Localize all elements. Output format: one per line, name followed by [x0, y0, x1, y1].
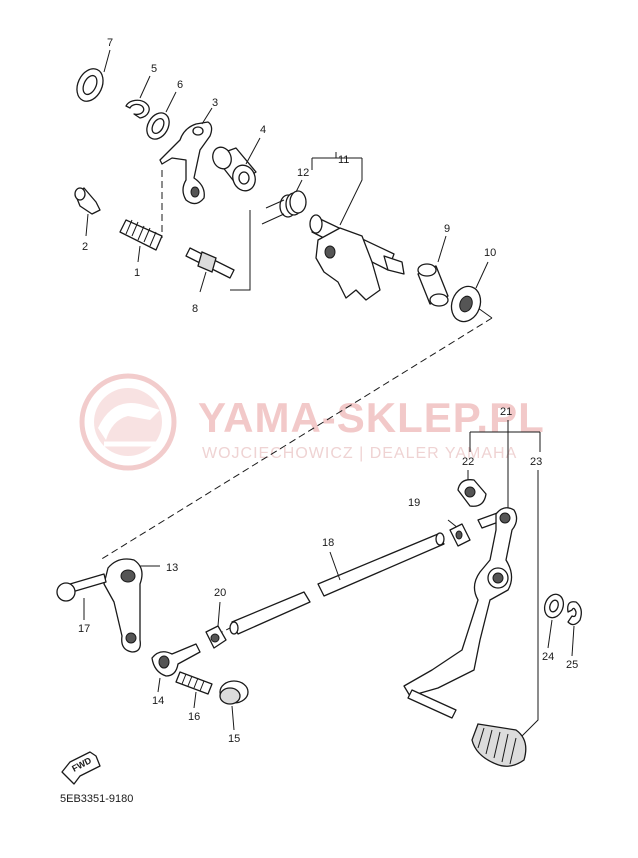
part-14-rod-end[interactable]	[151, 643, 201, 677]
fwd-arrow-icon: FWD	[61, 751, 101, 785]
part-22-bolt[interactable]	[457, 479, 487, 507]
callout-22[interactable]: 22	[462, 456, 474, 468]
callout-10[interactable]: 10	[484, 247, 496, 259]
part-8-pin[interactable]	[185, 247, 235, 279]
watermark-brand: YAMA-SKLEP.PL	[198, 394, 545, 441]
callout-19[interactable]: 19	[408, 497, 420, 509]
callout-8[interactable]: 8	[192, 303, 198, 315]
watermark-dealer: WOJCIECHOWICZ | DEALER YAMAHA	[202, 445, 517, 462]
part-25-circlip[interactable]	[567, 601, 582, 626]
callout-4[interactable]: 4	[260, 124, 266, 136]
callout-6[interactable]: 6	[177, 79, 183, 91]
watermark: YAMA-SKLEP.PL WOJCIECHOWICZ | DEALER YAM…	[79, 373, 545, 471]
part-13-shift-arm[interactable]	[103, 558, 143, 653]
callout-1[interactable]: 1	[134, 267, 140, 279]
callout-7[interactable]: 7	[107, 37, 113, 49]
part-16-bolt[interactable]	[175, 671, 213, 695]
callout-11[interactable]: 11	[338, 154, 349, 166]
part-4-collar[interactable]	[210, 145, 259, 194]
callout-12[interactable]: 12	[297, 167, 309, 179]
part-10-oil-seal[interactable]	[447, 282, 486, 325]
callout-16[interactable]: 16	[188, 711, 200, 723]
callout-24[interactable]: 24	[542, 651, 554, 663]
callout-25[interactable]: 25	[566, 659, 578, 671]
diagram-code: 5EB3351-9180	[60, 793, 133, 805]
part-17-bolt[interactable]	[56, 573, 107, 602]
part-15-cap[interactable]	[219, 680, 249, 705]
callout-21[interactable]: 21	[500, 406, 512, 418]
part-6-washer[interactable]	[142, 109, 173, 143]
part-9-bushing[interactable]	[417, 263, 449, 307]
callout-20[interactable]: 20	[214, 587, 226, 599]
callout-15[interactable]: 15	[228, 733, 240, 745]
part-1-spring[interactable]	[119, 219, 163, 251]
callout-3[interactable]: 3	[212, 97, 218, 109]
part-5-circlip[interactable]	[125, 99, 150, 119]
part-3-stopper-lever[interactable]	[159, 121, 213, 205]
callout-18[interactable]: 18	[322, 537, 334, 549]
part-19-nut[interactable]	[449, 523, 471, 547]
part-24-washer[interactable]	[541, 592, 566, 621]
part-23-pedal-rubber[interactable]	[471, 723, 527, 767]
part-12-spring[interactable]	[261, 190, 307, 225]
callout-23[interactable]: 23	[530, 456, 542, 468]
callout-2[interactable]: 2	[82, 241, 88, 253]
callout-13[interactable]: 13	[166, 562, 178, 574]
callout-numbers: 7 5 6 3 4 11 12 2 1 8 9 10 21 22 23 19 1…	[78, 37, 578, 745]
callout-14[interactable]: 14	[152, 695, 164, 707]
callout-5[interactable]: 5	[151, 63, 157, 75]
part-11-shift-shaft[interactable]	[309, 214, 405, 301]
part-7-washer[interactable]	[72, 65, 108, 106]
leader-lines	[99, 152, 541, 741]
callout-9[interactable]: 9	[444, 223, 450, 235]
callout-17[interactable]: 17	[78, 623, 90, 635]
part-21-shift-pedal[interactable]	[403, 507, 518, 719]
part-20-nut[interactable]	[205, 625, 227, 649]
watermark-logo	[79, 373, 177, 471]
part-2-bolt[interactable]	[74, 187, 101, 215]
part-18-shift-rod[interactable]	[229, 532, 445, 635]
